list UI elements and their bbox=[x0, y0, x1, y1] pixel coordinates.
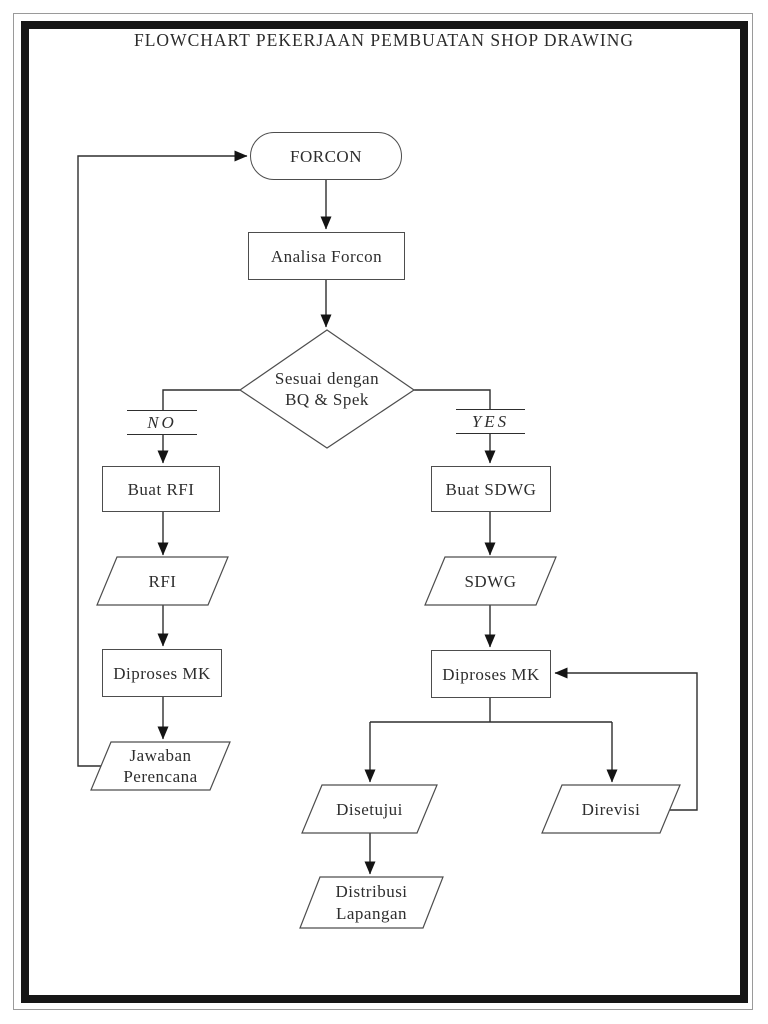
node-decision-label-line1: Sesuai dengan bbox=[274, 369, 380, 388]
node-distribusi-label-line2: Lapangan bbox=[335, 903, 408, 923]
node-buat-sdwg: Buat SDWG bbox=[431, 466, 551, 512]
node-direvisi: Direvisi bbox=[542, 785, 680, 833]
disetujui-parallelogram-shape bbox=[301, 784, 438, 834]
connector-decision-no-branch bbox=[157, 389, 240, 464]
node-diproses-mk-right: Diproses MK bbox=[431, 650, 551, 698]
branch-label-no: NO bbox=[127, 410, 197, 435]
node-buat-sdwg-label: Buat SDWG bbox=[445, 479, 537, 499]
connector-jawaban-loop-to-forcon bbox=[77, 150, 248, 767]
node-forcon: FORCON bbox=[250, 132, 402, 180]
branch-label-yes-text: YES bbox=[471, 411, 510, 431]
node-rfi-label: RFI bbox=[148, 571, 177, 591]
node-buat-rfi-label: Buat RFI bbox=[127, 479, 195, 499]
node-sdwg: SDWG bbox=[425, 557, 556, 605]
connector-decision-yes-branch bbox=[414, 389, 496, 464]
node-direvisi-label: Direvisi bbox=[581, 799, 641, 819]
node-jawaban-label-line2: Perencana bbox=[123, 767, 198, 786]
page-border-frame bbox=[21, 21, 748, 1003]
branch-label-yes: YES bbox=[456, 409, 525, 434]
node-diproses-mk-left: Diproses MK bbox=[102, 649, 222, 697]
distribusi-parallelogram-shape bbox=[299, 876, 444, 929]
node-decision: Sesuai dengan BQ & Spek bbox=[240, 330, 414, 448]
node-analisa-forcon-label: Analisa Forcon bbox=[270, 246, 383, 266]
jawaban-parallelogram-shape bbox=[90, 741, 231, 791]
decision-diamond-shape bbox=[238, 329, 416, 449]
outer-thin-frame bbox=[13, 13, 753, 1010]
node-decision-label-line2: BQ & Spek bbox=[285, 390, 369, 409]
node-buat-rfi: Buat RFI bbox=[102, 466, 220, 512]
branch-label-no-text: NO bbox=[147, 412, 177, 432]
page-title: FLOWCHART PEKERJAAN PEMBUATAN SHOP DRAWI… bbox=[134, 30, 634, 50]
rfi-parallelogram-shape bbox=[96, 556, 229, 606]
node-forcon-label: FORCON bbox=[290, 146, 362, 166]
node-disetujui: Disetujui bbox=[302, 785, 437, 833]
node-jawaban-label-line1: Jawaban bbox=[129, 746, 192, 765]
connector-direvisi-loop-to-diprosesmk bbox=[554, 667, 698, 811]
node-analisa-forcon: Analisa Forcon bbox=[248, 232, 405, 280]
node-diproses-mk-right-label: Diproses MK bbox=[442, 664, 540, 684]
node-distribusi-label-line1: Distribusi bbox=[335, 881, 408, 901]
sdwg-parallelogram-shape bbox=[424, 556, 557, 606]
node-jawaban-perencana: Jawaban Perencana bbox=[91, 742, 230, 790]
node-distribusi-lapangan: Distribusi Lapangan bbox=[300, 877, 443, 928]
direvisi-parallelogram-shape bbox=[541, 784, 681, 834]
node-sdwg-label: SDWG bbox=[464, 571, 517, 591]
node-disetujui-label: Disetujui bbox=[336, 799, 403, 819]
node-diproses-mk-left-label: Diproses MK bbox=[113, 663, 211, 683]
node-rfi: RFI bbox=[97, 557, 228, 605]
